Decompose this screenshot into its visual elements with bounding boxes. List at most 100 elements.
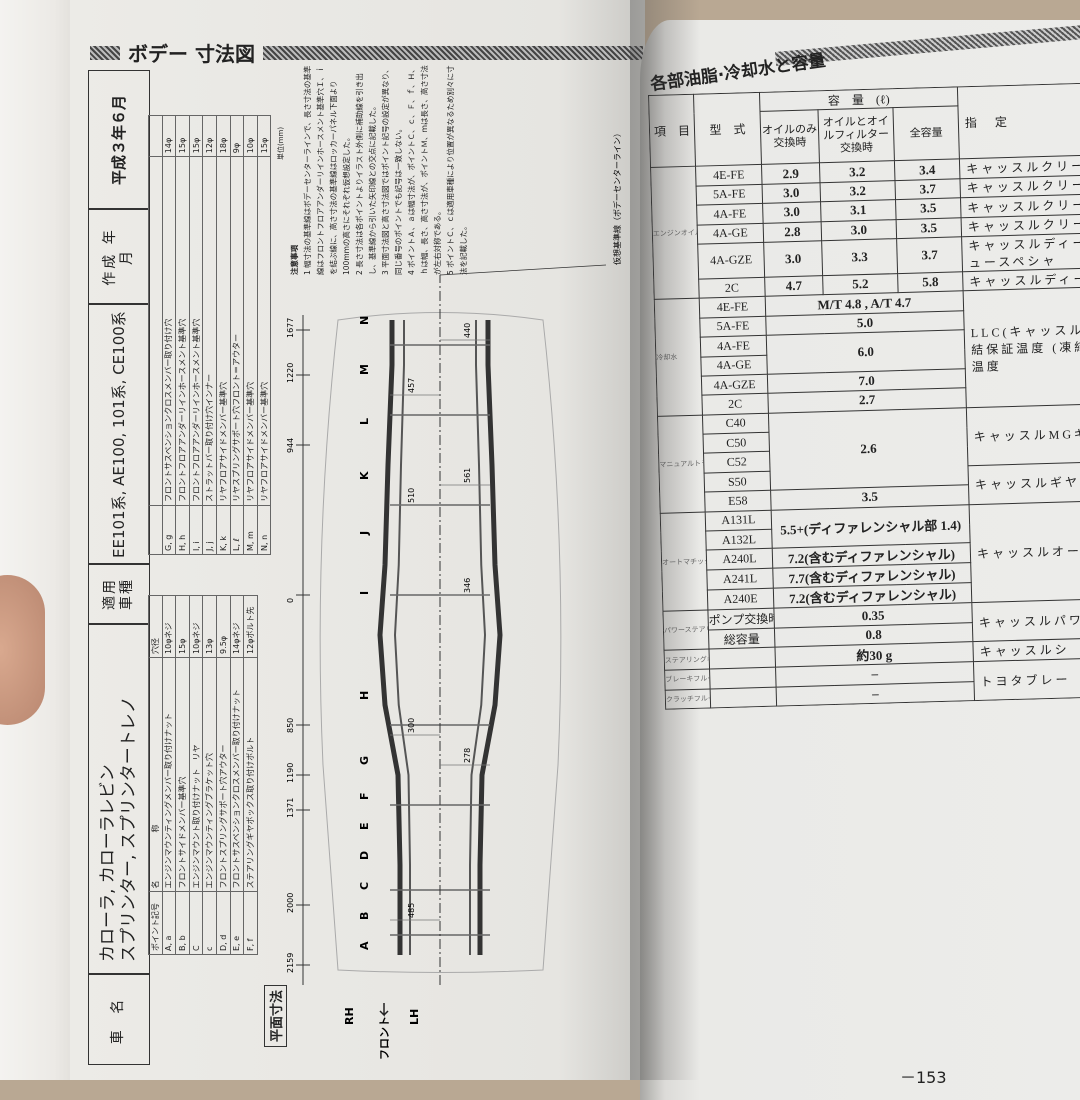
section-label: オートマチックトランスアクスル bbox=[660, 511, 708, 612]
section-label: マニュアルトランスミッションオイル・ディファレンシャル bbox=[657, 414, 706, 513]
spec-header: 指 定 bbox=[957, 82, 1080, 160]
capacity-c3: 3.5 bbox=[895, 197, 962, 220]
specified-fluid: キャッスルディー ニュースペシャ bbox=[961, 232, 1080, 272]
capacity-c1: 3.0 bbox=[762, 182, 821, 204]
title-text: ボデー 寸法図 bbox=[128, 42, 255, 66]
capacity-c1: 4.7 bbox=[764, 275, 824, 297]
section-label: パワーステアリングフルード bbox=[662, 610, 709, 651]
point-letter-k: K bbox=[358, 471, 371, 480]
left-page bbox=[70, 0, 645, 1080]
type-header: 型 式 bbox=[693, 92, 762, 167]
capacity-table: 項 目型 式容 量 (ℓ)指 定オイルのみ交換時オイルとオイルフィルター交換時全… bbox=[648, 82, 1080, 710]
front-label: フロント bbox=[378, 1016, 391, 1060]
capacity-value: 6.0 bbox=[766, 329, 966, 375]
engine-type: ポンプ交換時 bbox=[707, 608, 775, 630]
capacity-value: 5.5+(ディファレンシャル部 1.4) bbox=[771, 504, 971, 549]
specified-fluid: キャッスルギヤ bbox=[968, 461, 1080, 505]
rh-label: RH bbox=[343, 1007, 356, 1025]
section-label: クラッチフルード bbox=[665, 688, 711, 710]
engine-type: 2C bbox=[701, 393, 769, 415]
capacity-c3: 3.5 bbox=[896, 217, 962, 239]
width-dimension-label: 346 bbox=[463, 578, 472, 593]
point-letter-g: G bbox=[358, 756, 371, 765]
length-dimension-label: 1371 bbox=[286, 798, 295, 818]
capacity-c3: 3.7 bbox=[894, 178, 961, 200]
engine-type: 総容量 bbox=[708, 627, 775, 650]
point-letter-d: D bbox=[358, 851, 371, 860]
title-hatch-bar bbox=[90, 45, 120, 60]
length-dimension-label: 1677 bbox=[286, 318, 295, 338]
point-letter-f: F bbox=[358, 792, 371, 800]
length-dimension-label: 0 bbox=[286, 598, 295, 603]
engine-type: 5A-FE bbox=[699, 316, 767, 338]
width-dimension-label: 457 bbox=[407, 378, 416, 393]
capacity-c1: 2.8 bbox=[763, 221, 822, 243]
width-dimension-label: 561 bbox=[463, 468, 472, 483]
engine-type: 4E-FE bbox=[695, 164, 763, 186]
right-frame-rail-inner bbox=[469, 320, 487, 955]
length-dimension-label: 944 bbox=[286, 438, 295, 453]
capacity-table-wrap: 項 目型 式容 量 (ℓ)指 定オイルのみ交換時オイルとオイルフィルター交換時全… bbox=[648, 82, 1080, 710]
lh-label: LH bbox=[408, 1009, 421, 1025]
length-dimension-label: 1220 bbox=[286, 363, 295, 383]
right-page bbox=[640, 20, 1080, 1100]
engine-type: C52 bbox=[703, 451, 771, 473]
capacity-c2: 5.2 bbox=[822, 273, 899, 296]
length-dimension-label: 2000 bbox=[286, 893, 295, 913]
section-label: エンジンオイル bbox=[650, 166, 700, 300]
engine-type: 4A-GE bbox=[697, 222, 764, 245]
width-dimension-label: 485 bbox=[407, 903, 416, 918]
engine-type: 2C bbox=[698, 277, 766, 299]
capacity-c1: 3.0 bbox=[762, 201, 822, 223]
oil-filter-header: オイルとオイルフィルター交換時 bbox=[817, 108, 895, 164]
capacity-value: 2.6 bbox=[768, 407, 969, 491]
point-letter-e: E bbox=[358, 822, 371, 830]
capacity-c2: 3.0 bbox=[821, 219, 897, 241]
engine-type: C40 bbox=[702, 412, 769, 435]
engine-type: A240E bbox=[707, 588, 774, 611]
point-letter-n: N bbox=[358, 316, 371, 325]
engine-type: E58 bbox=[704, 490, 772, 512]
capacity-c2: 3.2 bbox=[819, 161, 895, 183]
engine-type: A132L bbox=[705, 529, 773, 551]
centerline-leader bbox=[439, 264, 607, 276]
point-letter-h: H bbox=[358, 691, 371, 700]
specified-fluid: トヨタブレー bbox=[973, 657, 1080, 701]
engine-type: 5A-FE bbox=[696, 184, 763, 206]
width-dimension-label: 510 bbox=[407, 488, 416, 503]
engine-type: 4A-GE bbox=[700, 354, 768, 377]
engine-type: 4A-FE bbox=[700, 335, 767, 357]
width-dimension-label: 440 bbox=[463, 323, 472, 338]
title-hatch-bar bbox=[262, 45, 643, 60]
length-dimension-label: 2159 bbox=[286, 953, 295, 973]
section-label: ステアリングギヤボックス bbox=[664, 649, 710, 671]
capacity-c1: 2.9 bbox=[761, 163, 821, 185]
body-outline bbox=[319, 312, 562, 973]
thumb bbox=[0, 575, 45, 725]
specified-fluid: キャッスルパワー bbox=[971, 598, 1080, 642]
capacity-c2: 3.1 bbox=[820, 199, 897, 222]
capacity-c3: 5.8 bbox=[897, 271, 964, 293]
specified-fluid: キャッスルシ bbox=[972, 637, 1080, 662]
engine-type: A241L bbox=[706, 568, 774, 591]
engine-type: A131L bbox=[705, 509, 772, 532]
capacity-c2: 3.2 bbox=[820, 180, 896, 202]
page-number: －153 bbox=[900, 1068, 947, 1087]
point-letter-i: I bbox=[358, 591, 371, 595]
length-dimension-label: 1190 bbox=[286, 763, 295, 783]
left-frame-rail bbox=[377, 320, 403, 955]
width-dimension-label: 278 bbox=[463, 748, 472, 763]
specified-fluid: LLC(キャッスル (凍結保証温度 (凍結保証温度 bbox=[963, 286, 1080, 408]
point-letter-b: B bbox=[358, 912, 371, 920]
point-letter-j: J bbox=[358, 531, 371, 536]
engine-type: 4A-FE bbox=[696, 203, 764, 225]
engine-type: S50 bbox=[704, 471, 771, 493]
capacity-c3: 3.4 bbox=[894, 159, 960, 181]
engine-type bbox=[709, 667, 777, 689]
engine-type: 4A-GZE bbox=[701, 374, 768, 396]
point-letter-c: C bbox=[358, 882, 371, 890]
centerline-label: 仮想基準線（ボデーセンターライン） bbox=[612, 129, 622, 265]
specified-fluid: キャッスルオー bbox=[969, 499, 1080, 604]
width-dimension-label: 300 bbox=[407, 718, 416, 733]
capacity-c2: 3.3 bbox=[821, 238, 898, 276]
